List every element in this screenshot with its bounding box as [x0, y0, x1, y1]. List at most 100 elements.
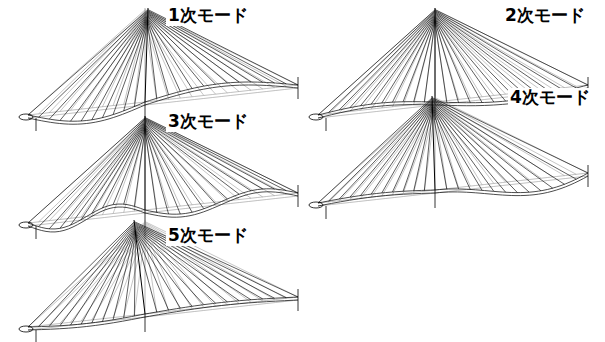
stay-cable	[92, 229, 135, 323]
deck-girder	[28, 300, 298, 330]
stay-cable	[435, 16, 517, 100]
stay-cable	[145, 225, 263, 301]
stay-cable	[424, 21, 435, 102]
stay-cable	[361, 14, 435, 105]
mode-label: 5次モード	[166, 226, 250, 246]
stay-cable	[28, 222, 145, 327]
abutment	[19, 326, 33, 332]
stay-cable	[28, 222, 134, 327]
stay-cable	[113, 19, 145, 106]
stay-cable	[124, 232, 136, 318]
mode-label: 2次モード	[503, 6, 587, 26]
end-pier	[36, 330, 37, 342]
stay-cable	[414, 108, 433, 191]
stay-cable	[134, 129, 145, 206]
stay-cable	[71, 14, 148, 121]
end-support	[588, 165, 589, 187]
stay-cable	[339, 12, 435, 110]
stay-cable	[432, 104, 517, 193]
stay-cable	[49, 224, 134, 326]
stay-cable	[145, 122, 251, 191]
bridge-panel	[19, 8, 298, 131]
stay-cable	[49, 224, 145, 324]
stay-cable	[392, 18, 435, 102]
stay-cable	[403, 107, 432, 191]
stay-cable	[148, 21, 169, 95]
stay-cable	[102, 18, 147, 118]
stay-cable	[339, 100, 435, 201]
stay-cable	[339, 12, 435, 113]
stay-cable	[432, 106, 494, 192]
stay-cable	[145, 226, 251, 302]
stay-cable	[145, 124, 227, 201]
stay-cable	[71, 226, 135, 325]
stay-cable	[102, 230, 135, 322]
end-support	[298, 185, 299, 207]
stay-cable	[71, 122, 145, 225]
stay-cable	[145, 123, 239, 200]
stay-cable	[135, 225, 263, 299]
stay-cable	[371, 104, 435, 198]
stay-cable	[92, 17, 148, 120]
stay-cable	[414, 20, 435, 104]
stay-cable	[113, 231, 135, 320]
abutment	[19, 114, 33, 120]
stay-cable	[49, 12, 148, 119]
stay-cable	[28, 118, 145, 223]
mode-label: 1次モード	[166, 6, 250, 26]
stay-cable	[435, 15, 529, 98]
stay-cable	[435, 14, 541, 96]
stay-cable	[39, 223, 135, 327]
stay-cable	[435, 21, 459, 103]
stay-cable	[350, 13, 435, 107]
stay-cable	[432, 107, 482, 190]
stay-cable	[134, 223, 286, 298]
stay-cable	[102, 126, 145, 215]
stay-cable	[81, 228, 135, 325]
end-support	[298, 289, 299, 311]
stay-cable	[432, 110, 446, 189]
stay-cable	[148, 20, 181, 92]
stay-cable	[145, 15, 239, 92]
stay-cable	[382, 17, 435, 103]
stay-cable	[371, 16, 435, 105]
stay-cable	[432, 100, 564, 185]
stay-cable	[81, 16, 148, 121]
stay-cable	[39, 119, 145, 227]
stay-cable	[432, 103, 529, 192]
stay-cable	[71, 122, 145, 218]
stay-cable	[329, 99, 435, 202]
stay-cable	[148, 17, 216, 84]
deck-girder	[28, 85, 298, 124]
stay-cable	[39, 223, 145, 326]
stay-cable	[124, 20, 148, 111]
stay-cable	[145, 126, 204, 209]
stay-cable	[92, 125, 145, 214]
stay-cable	[318, 10, 435, 115]
stay-cable	[145, 128, 180, 214]
stay-cable	[392, 106, 435, 195]
stay-cable	[339, 100, 432, 199]
stay-cable	[124, 128, 145, 204]
abutment	[19, 222, 33, 228]
stay-cable	[435, 104, 517, 181]
stay-cable	[318, 98, 432, 203]
stay-cable	[403, 19, 435, 102]
stay-cable	[432, 102, 541, 191]
stay-cable	[60, 225, 135, 325]
stay-cable	[148, 18, 204, 86]
pier	[435, 190, 436, 208]
end-pier	[326, 206, 327, 219]
stay-cable	[329, 11, 435, 112]
deck-girder	[318, 176, 588, 206]
stay-cable	[403, 19, 435, 106]
stay-cable	[361, 102, 433, 195]
stay-cable	[329, 11, 435, 114]
abutment	[309, 202, 323, 208]
stay-cable	[435, 103, 529, 180]
stay-cable	[329, 99, 432, 201]
stay-cable	[435, 17, 506, 94]
stay-cable	[28, 118, 145, 223]
end-pier	[36, 118, 37, 131]
